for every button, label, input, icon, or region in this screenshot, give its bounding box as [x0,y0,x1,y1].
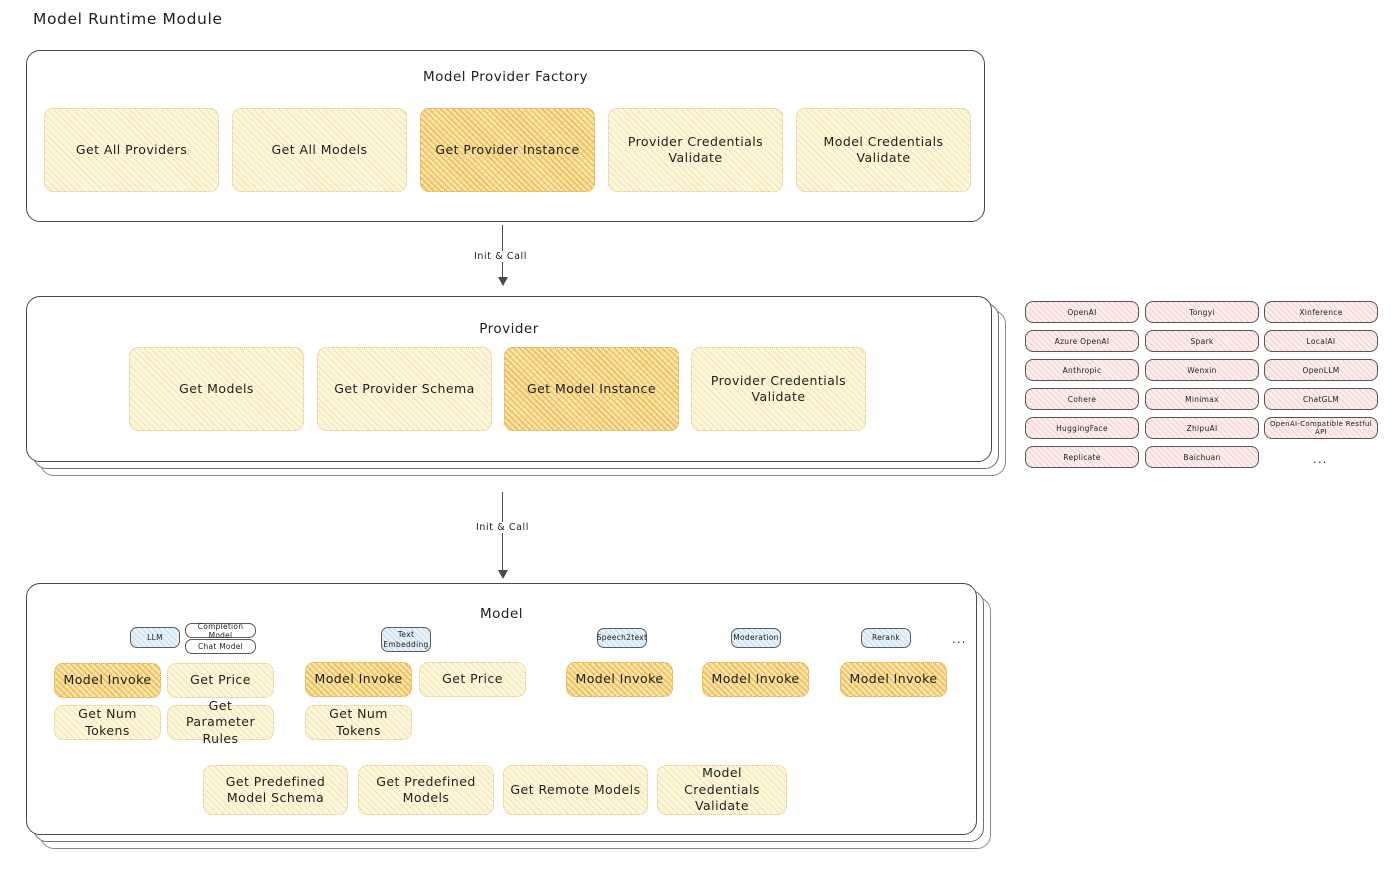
arrow-provider-to-model-head [498,570,508,579]
provider-box-get-models[interactable]: Get Models [129,347,304,431]
model-method-llm-get-num-tokens[interactable]: Get Num Tokens [54,705,161,740]
provider-chip-localai[interactable]: LocalAI [1264,330,1378,352]
model-common-get-predefined-model-schema[interactable]: Get Predefined Model Schema [203,765,348,815]
provider-list-more-indicator: ... [1313,452,1328,466]
page-title: Model Runtime Module [33,10,223,28]
provider-box-get-model-instance[interactable]: Get Model Instance [504,347,679,431]
factory-box-provider-credentials-validate[interactable]: Provider Credentials Validate [608,108,783,192]
provider-box-get-provider-schema[interactable]: Get Provider Schema [317,347,492,431]
provider-chip-huggingface[interactable]: HuggingFace [1025,417,1139,439]
provider-chip-tongyi[interactable]: Tongyi [1145,301,1259,323]
model-common-get-remote-models[interactable]: Get Remote Models [503,765,648,815]
factory-box-get-all-providers[interactable]: Get All Providers [44,108,219,192]
provider-chip-minimax[interactable]: Minimax [1145,388,1259,410]
provider-chip-wenxin[interactable]: Wenxin [1145,359,1259,381]
factory-box-get-provider-instance[interactable]: Get Provider Instance [420,108,595,192]
factory-box-get-all-models[interactable]: Get All Models [232,108,407,192]
provider-chip-openai-compatible-restful-api[interactable]: OpenAI-Compatible Restful API [1264,417,1378,439]
provider-chip-spark[interactable]: Spark [1145,330,1259,352]
model-method-moderation-model-invoke[interactable]: Model Invoke [702,662,809,697]
model-method-text-embedding-get-price[interactable]: Get Price [419,662,526,697]
factory-box-model-credentials-validate[interactable]: Model Credentials Validate [796,108,971,192]
model-method-llm-model-invoke[interactable]: Model Invoke [54,663,161,698]
provider-title: Provider [479,321,539,337]
model-method-text-embedding-get-num-tokens[interactable]: Get Num Tokens [305,705,412,740]
arrow-factory-to-provider-label: Init & Call [470,251,531,262]
model-subchip-chat-model[interactable]: Chat Model [185,639,256,654]
provider-chip-replicate[interactable]: Replicate [1025,446,1139,468]
model-type-badge-llm[interactable]: LLM [130,627,180,648]
arrow-factory-to-provider-head [498,277,508,286]
provider-box-provider-credentials-validate[interactable]: Provider Credentials Validate [691,347,866,431]
arrow-provider-to-model-label: Init & Call [472,522,533,533]
provider-chip-cohere[interactable]: Cohere [1025,388,1139,410]
model-common-get-predefined-models[interactable]: Get Predefined Models [358,765,494,815]
model-common-model-credentials-validate[interactable]: Model Credentials Validate [657,765,787,815]
model-type-badge-speech2text[interactable]: Speech2text [597,628,647,648]
model-method-rerank-model-invoke[interactable]: Model Invoke [840,662,947,697]
model-method-llm-get-parameter-rules[interactable]: Get Parameter Rules [167,698,274,746]
provider-chip-anthropic[interactable]: Anthropic [1025,359,1139,381]
provider-chip-openllm[interactable]: OpenLLM [1264,359,1378,381]
model-type-badge-moderation[interactable]: Moderation [731,628,781,648]
model-type-badge-text-embedding[interactable]: Text Embedding [381,627,431,652]
model-subchip-completion-model[interactable]: Completion Model [185,622,256,640]
provider-chip-baichuan[interactable]: Baichuan [1145,446,1259,468]
model-title: Model [479,606,524,622]
provider-chip-openai[interactable]: OpenAI [1025,301,1139,323]
provider-chip-azure-openai[interactable]: Azure OpenAI [1025,330,1139,352]
model-provider-factory-title: Model Provider Factory [422,69,588,85]
arrow-provider-to-model-line [502,492,504,576]
provider-chip-xinference[interactable]: Xinference [1264,301,1378,323]
model-type-badge-rerank[interactable]: Rerank [861,628,911,648]
provider-chip-chatglm[interactable]: ChatGLM [1264,388,1378,410]
model-method-text-embedding-model-invoke[interactable]: Model Invoke [305,662,412,697]
model-groups-more-indicator: ... [952,632,967,646]
model-method-llm-get-price[interactable]: Get Price [167,663,274,698]
provider-chip-zhipuai[interactable]: ZhipuAI [1145,417,1259,439]
model-method-speech2text-model-invoke[interactable]: Model Invoke [566,662,673,697]
